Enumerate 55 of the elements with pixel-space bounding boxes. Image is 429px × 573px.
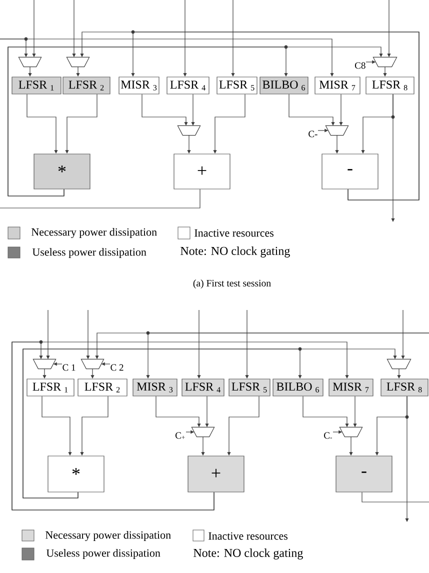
note-text: Note: NO clock gating xyxy=(194,548,303,560)
register-box: BILBO $_{6}$ xyxy=(260,76,308,94)
multiplexer xyxy=(339,426,363,438)
signal-arrow xyxy=(8,46,288,196)
legend-text: Necessary power dissipation xyxy=(46,531,171,541)
signal-arrow xyxy=(22,348,302,498)
register-box: LFSR $_{8}$ xyxy=(380,378,428,396)
multiplexer xyxy=(191,426,215,438)
multiplexer xyxy=(32,358,56,370)
multiplexer xyxy=(372,56,398,68)
note-text: Note: NO clock gating xyxy=(180,246,290,258)
operator-box: * xyxy=(48,456,104,492)
register-box: MISR $_{3}$ xyxy=(118,76,160,94)
register-box: LFSR $_{2}$ xyxy=(78,378,128,396)
register-box: LFSR $_{4}$ xyxy=(166,76,210,94)
control-label: C$_{+}$ xyxy=(176,432,185,439)
register-box: LFSR $_{1}$ xyxy=(26,378,74,396)
legend-text: Useless power dissipation xyxy=(46,549,160,559)
register-box: MISR $_{7}$ xyxy=(314,76,360,94)
multiplexer xyxy=(18,56,42,68)
control-label: C8 xyxy=(355,62,366,69)
operator-box: - xyxy=(336,456,392,492)
register-box: LFSR $_{1}$ xyxy=(12,76,62,94)
signal-arrow xyxy=(12,342,349,510)
multiplexer xyxy=(66,56,90,68)
operator-box: + xyxy=(174,154,230,190)
multiplexer xyxy=(325,125,349,136)
multiplexer xyxy=(177,125,201,136)
control-label: C 2 xyxy=(110,364,124,371)
legend-text: Necessary power dissipation xyxy=(32,228,157,238)
legend-text: Inactive resources xyxy=(208,532,288,540)
control-label: C- xyxy=(308,130,318,138)
control-label: C$_{-}$ xyxy=(324,432,332,439)
multiplexer xyxy=(80,358,104,370)
signal-arrow xyxy=(405,396,409,522)
legend-text: Inactive resources xyxy=(194,229,274,237)
register-box: LFSR $_{4}$ xyxy=(182,378,224,396)
signal-arrow xyxy=(131,32,420,200)
register-box: MISR $_{7}$ xyxy=(328,378,374,396)
register-box: BILBO $_{6}$ xyxy=(272,378,324,396)
control-label: C 1 xyxy=(62,364,76,371)
signal-line xyxy=(0,189,200,208)
operator-box: - xyxy=(322,154,378,190)
caption: (a) First test session xyxy=(193,280,271,288)
register-box: MISR $_{3}$ xyxy=(132,378,178,396)
register-box: LFSR $_{5}$ xyxy=(216,76,258,94)
register-box: LFSR $_{5}$ xyxy=(228,378,270,396)
register-box: LFSR $_{8}$ xyxy=(366,76,414,94)
operator-box: + xyxy=(188,456,244,492)
operator-box: * xyxy=(34,154,90,190)
signal-line xyxy=(362,492,429,502)
legend-text: Useless power dissipation xyxy=(32,248,146,258)
signal-arrow xyxy=(391,94,395,222)
multiplexer xyxy=(386,358,412,370)
register-box: LFSR $_{2}$ xyxy=(62,76,110,94)
